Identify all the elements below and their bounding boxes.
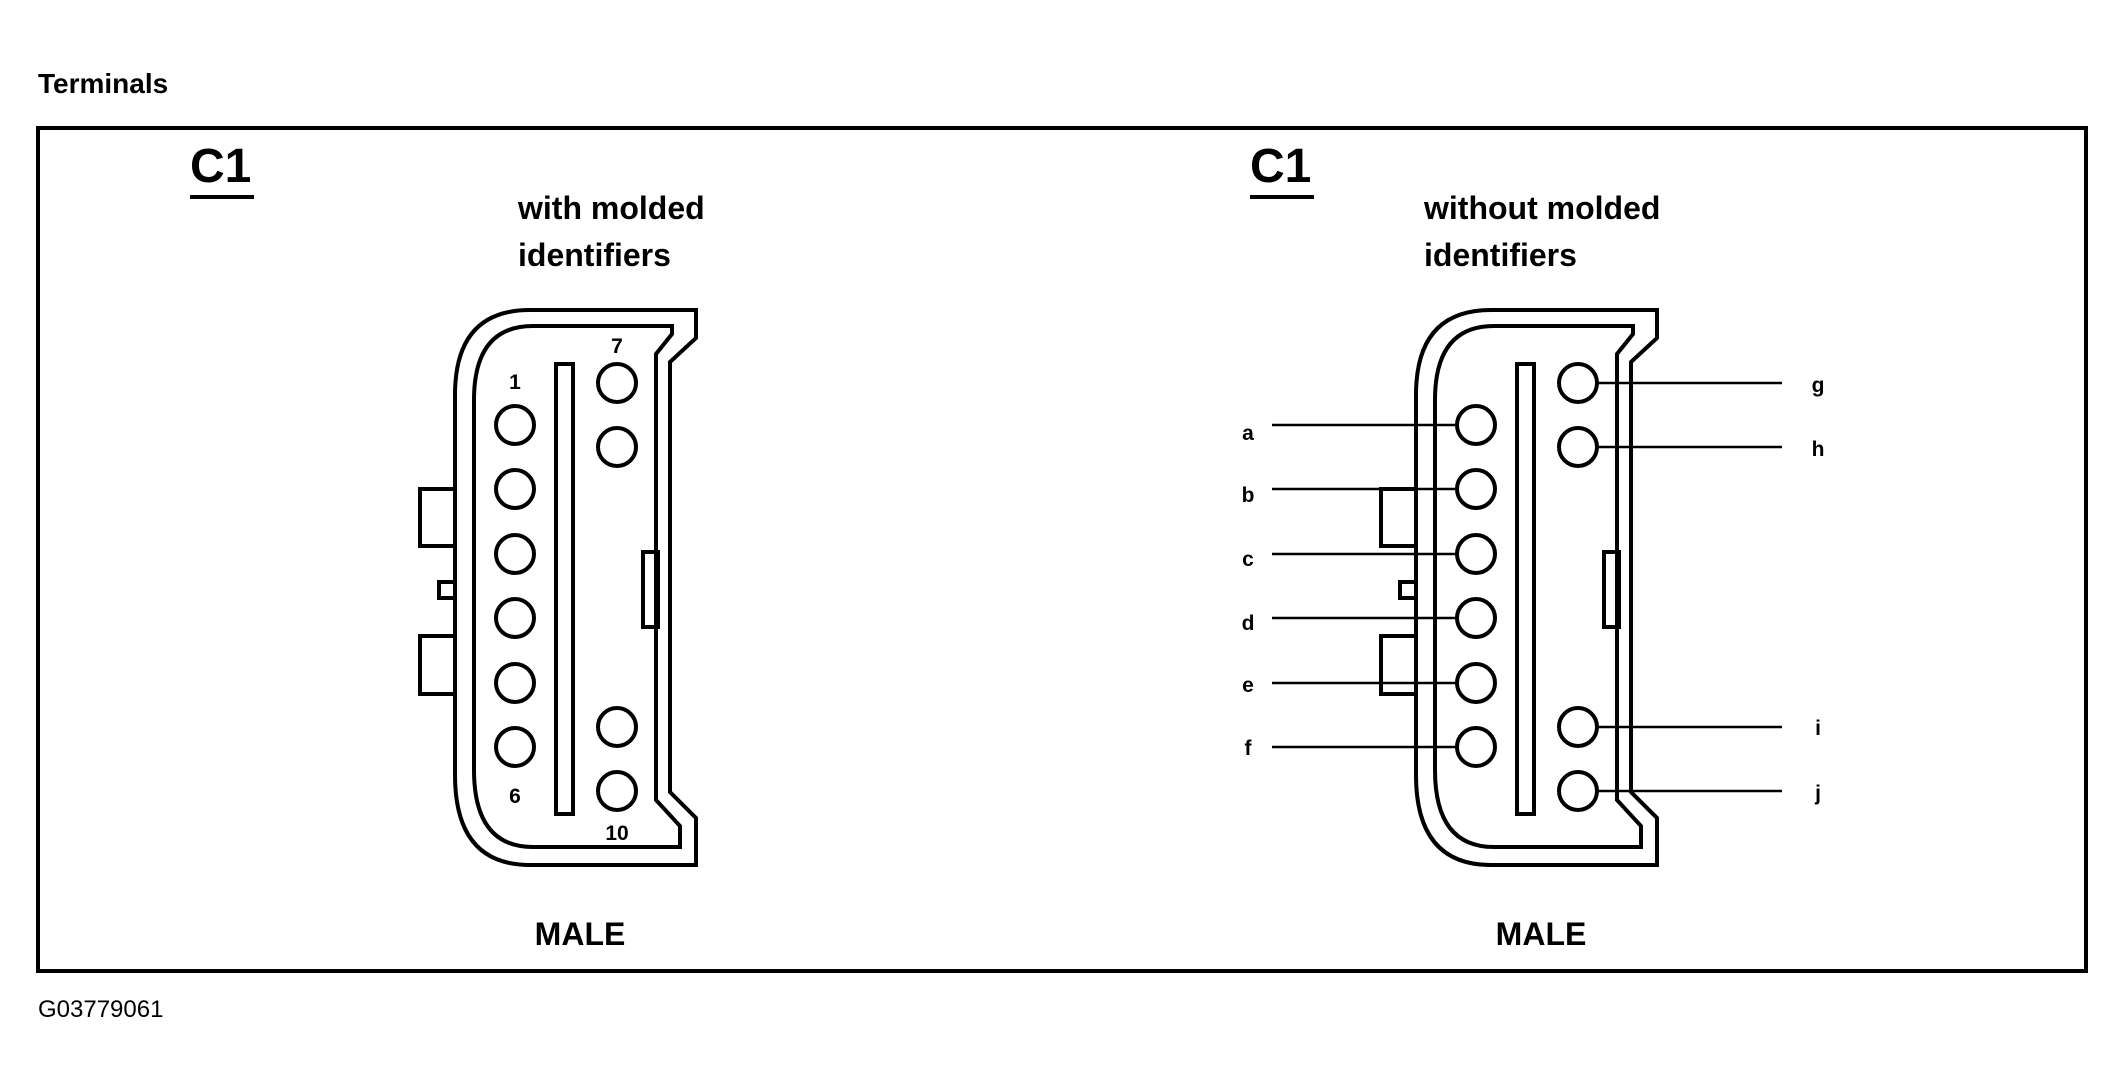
connector-caption-line2: identifiers <box>1424 237 1577 273</box>
pin-cavity <box>494 533 536 575</box>
pin-letter-c: c <box>1242 548 1254 571</box>
locking-tab-upper <box>418 487 455 548</box>
connector-gender: MALE <box>535 916 626 952</box>
center-divider <box>1515 362 1536 816</box>
connector-housing-inner <box>472 324 682 849</box>
pin-cavity-d <box>1455 597 1497 639</box>
pin-cavity-e <box>1455 662 1497 704</box>
center-divider <box>554 362 575 816</box>
connector-caption-line1: without molded <box>1423 190 1660 226</box>
pin-cavity <box>494 597 536 639</box>
connector-name: C1 <box>190 140 251 193</box>
pin-label-10: 10 <box>605 822 628 845</box>
pin-cavity <box>494 468 536 510</box>
connector-housing-outer <box>453 308 698 867</box>
figure-id: G03779061 <box>38 996 164 1023</box>
pin-letter-d: d <box>1242 612 1255 635</box>
page-title: Terminals <box>38 68 169 99</box>
key-notch <box>437 580 457 600</box>
pin-label-7: 7 <box>611 335 623 358</box>
diagram-frame <box>36 126 2088 973</box>
pin-letter-f: f <box>1245 737 1253 760</box>
locking-tab-lower <box>418 634 455 696</box>
pin-letter-a: a <box>1242 422 1254 445</box>
pin-cavity <box>596 426 638 468</box>
locking-tab-lower <box>1379 634 1416 696</box>
connector-caption-line2: identifiers <box>518 237 671 273</box>
connector-left: C1 with molded identifiers 1 6 7 10 MALE <box>190 140 705 952</box>
pin-cavity <box>596 770 638 812</box>
pin-cavity-i <box>1557 706 1599 748</box>
pin-letter-g: g <box>1812 374 1825 397</box>
connector-gender: MALE <box>1496 916 1587 952</box>
pin-cavity <box>596 706 638 748</box>
pin-letter-j: j <box>1814 782 1821 805</box>
pin-cavity <box>596 362 638 404</box>
pin-letter-i: i <box>1815 717 1821 740</box>
connector-right: C1 without molded identifiers <box>1242 140 1825 952</box>
pin-cavity-h <box>1557 426 1599 468</box>
pin-cavity <box>494 662 536 704</box>
key-notch <box>1398 580 1418 600</box>
pin-cavity-c <box>1455 533 1497 575</box>
connector-name: C1 <box>1250 140 1311 193</box>
locking-tab-upper <box>1379 487 1416 548</box>
pin-label-1: 1 <box>509 371 521 394</box>
connector-caption-line1: with molded <box>517 190 705 226</box>
pin-letter-h: h <box>1812 438 1825 461</box>
pin-cavity <box>494 404 536 446</box>
connector-housing-inner <box>1433 324 1643 849</box>
right-key <box>641 550 660 629</box>
pin-cavity <box>494 726 536 768</box>
pin-label-6: 6 <box>509 785 521 808</box>
pin-cavity-b <box>1455 468 1497 510</box>
pin-letter-b: b <box>1242 484 1255 507</box>
pin-cavity-g <box>1557 362 1599 404</box>
right-key <box>1602 550 1621 629</box>
pin-letter-e: e <box>1242 674 1254 697</box>
pin-cavity-f <box>1455 726 1497 768</box>
pin-cavity-a <box>1455 404 1497 446</box>
connector-housing-outer <box>1414 308 1659 867</box>
pin-cavity-j <box>1557 770 1599 812</box>
